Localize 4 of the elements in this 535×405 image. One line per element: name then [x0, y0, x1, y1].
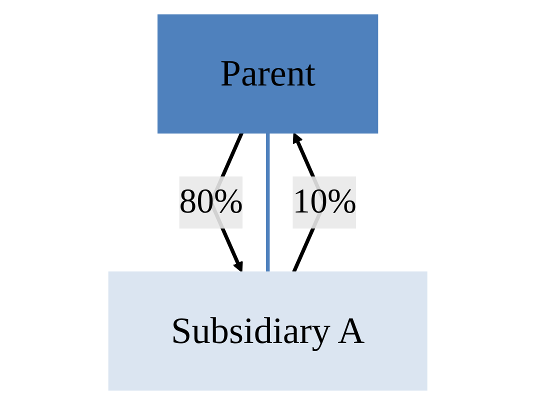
- connector: [266, 132, 270, 272]
- node-box: [157, 14, 378, 134]
- node-box: [108, 271, 427, 391]
- ownership-diagram: 80% 10% Parent Subsidiary A: [98, 5, 436, 400]
